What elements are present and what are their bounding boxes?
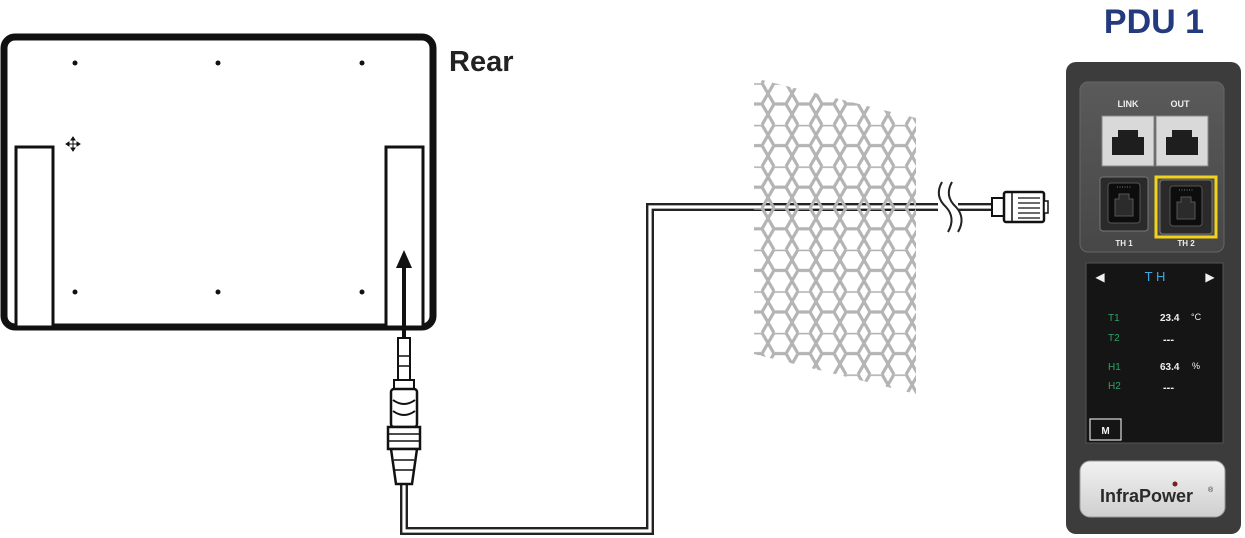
th1-port[interactable] [1099,176,1149,232]
h1-label: H1 [1108,362,1121,373]
humidity-unit: % [1192,361,1200,371]
display-rear-panel [0,33,437,338]
th2-highlight-frame [1154,175,1218,239]
out-port-label: OUT [1171,99,1191,109]
t1-value: 23.4 [1160,313,1180,324]
link-port[interactable] [1101,115,1155,167]
screen-title: T H [1145,269,1166,284]
honeycomb-wall [754,78,916,394]
insert-direction-arrow-icon [396,250,412,338]
temperature-unit: °C [1191,312,1202,322]
move-cursor-icon [65,136,81,152]
rear-label: Rear [449,46,514,78]
out-port[interactable] [1155,115,1209,167]
rj-plug-connector [991,190,1049,224]
brand-plate: InfraPower ® [1079,460,1226,518]
nav-left-icon[interactable]: ◀ [1095,270,1105,284]
mode-button-label: M [1101,426,1109,437]
nav-right-icon[interactable]: ▶ [1205,270,1215,284]
lcd-screen: ◀ T H ▶ T1 23.4 °C T2 --- H1 63.4 % H2 -… [1085,262,1224,444]
th2-port[interactable] [1154,175,1218,239]
mounting-holes [72,60,365,295]
t2-value: --- [1163,334,1174,346]
link-port-label: LINK [1118,99,1139,109]
sensor-plug-connector [386,337,422,486]
h2-label: H2 [1108,381,1121,392]
th1-port-label: TH 1 [1115,239,1133,248]
h1-value: 63.4 [1160,362,1180,373]
brand-registered-mark: ® [1208,486,1214,494]
brand-logo: InfraPower [1100,486,1193,506]
t1-label: T1 [1108,313,1120,324]
cable-break-mark [937,181,963,233]
sensor-cable [400,203,996,535]
status-led [1172,481,1178,487]
t2-label: T2 [1108,333,1120,344]
pdu-unit: LINK OUT TH 1 TH 2 ◀ T H [1066,62,1241,534]
h2-value: --- [1163,382,1174,394]
th2-port-label: TH 2 [1177,239,1195,248]
pdu-title: PDU 1 [1104,3,1204,41]
mode-button[interactable]: M [1089,418,1122,441]
